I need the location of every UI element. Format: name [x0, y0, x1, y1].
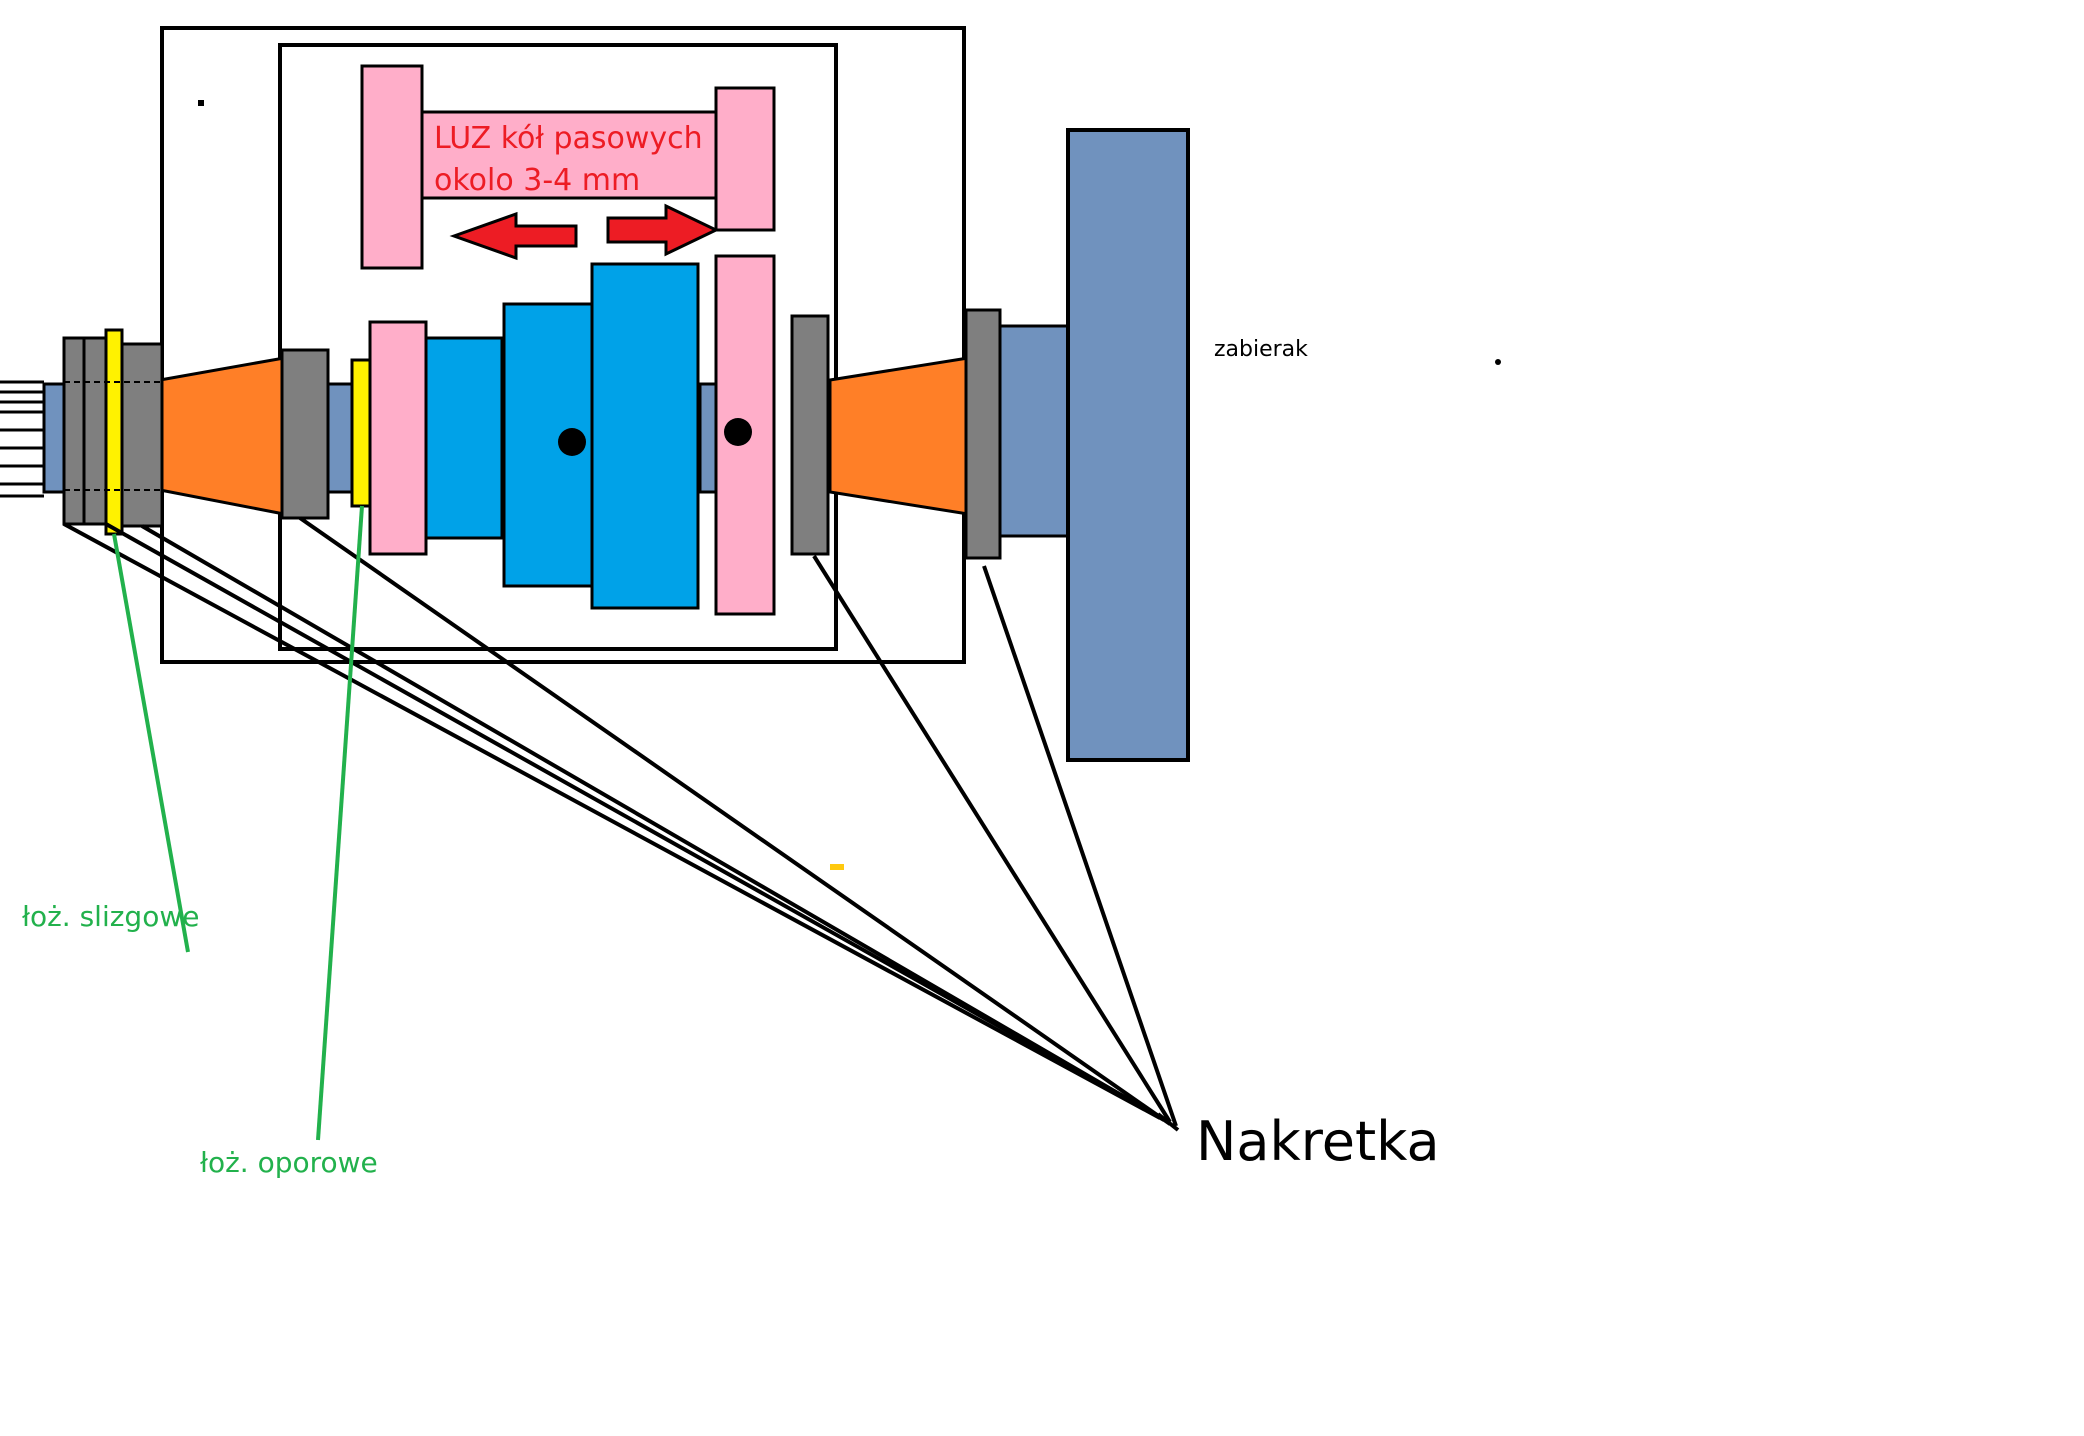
- pink-pulley-lower-left: [368, 320, 428, 556]
- left-nut-1: [62, 336, 86, 526]
- pulley-pin-dot: [724, 418, 752, 446]
- stray-dot-right: [1495, 359, 1501, 365]
- gear-blue-large: [590, 262, 700, 610]
- clearance-bar: [420, 110, 718, 200]
- nut-label: Nakretka: [1196, 1110, 1440, 1173]
- shaft-end-splines: [0, 380, 44, 498]
- clearance-arrow-right: [606, 203, 720, 257]
- inner-thrust-washer: [350, 358, 372, 508]
- clearance-label-line1: LUZ kół pasowych: [434, 121, 703, 156]
- right-nut: [964, 308, 1002, 560]
- drive-hub: [998, 324, 1072, 538]
- pink-pulley-top-right: [714, 86, 776, 232]
- inner-nut-right: [790, 314, 830, 556]
- nut-leader-lines: [63, 516, 1180, 1132]
- left-nut-2: [82, 336, 108, 526]
- left-thrust-washer: [104, 328, 124, 536]
- gear-blue-small: [424, 336, 504, 540]
- left-tapered-bushing: [158, 356, 286, 516]
- stray-mark-yellow: [830, 864, 844, 870]
- slide-bearings-label: łoż. slizgowe: [22, 900, 199, 933]
- pink-pulley-top-left: [360, 64, 424, 270]
- clearance-arrow-left: [449, 211, 578, 261]
- drive-dog-label: zabierak: [1214, 337, 1308, 362]
- thrust-bearings-label: łoż. oporowe: [200, 1146, 378, 1179]
- gear-pin-dot: [558, 428, 586, 456]
- clearance-label-line2: okolo 3-4 mm: [434, 163, 640, 198]
- left-nut-3: [120, 342, 164, 528]
- thrust-bearing-leader: [316, 505, 364, 1141]
- inner-nut-left: [280, 348, 330, 520]
- drive-dog-plate: [1066, 128, 1190, 762]
- right-tapered-bushing: [828, 356, 970, 516]
- slide-bearing-leader: [112, 533, 190, 953]
- stray-dot: [198, 100, 204, 106]
- inner-housing: [278, 43, 838, 651]
